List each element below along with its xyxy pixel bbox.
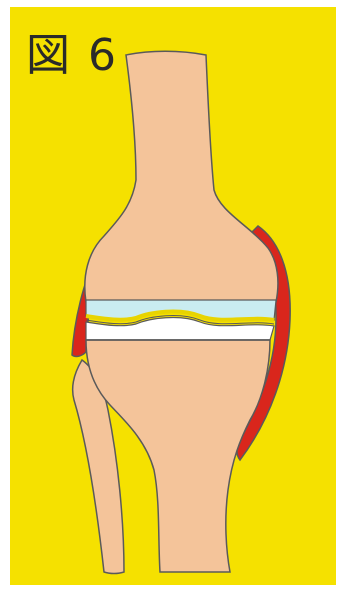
- femur-bone-icon: [85, 51, 278, 302]
- figure-label: 図 6: [26, 34, 118, 78]
